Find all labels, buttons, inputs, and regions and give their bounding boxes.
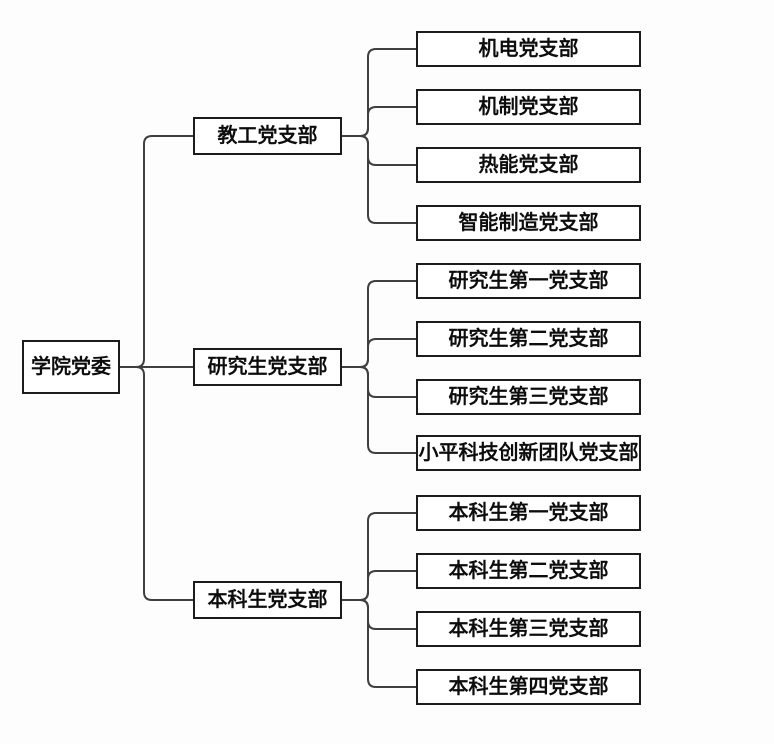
- org-node-leaf: 热能党支部: [416, 147, 641, 183]
- org-node-leaf-label: 本科生第三党支部: [448, 618, 609, 640]
- org-node-branch-label: 研究生党支部: [207, 356, 328, 378]
- org-node-root-label: 学院党委: [31, 356, 111, 378]
- org-node-branch-label: 本科生党支部: [207, 589, 328, 611]
- org-node-leaf-label: 研究生第二党支部: [448, 328, 609, 350]
- org-node-leaf-label: 本科生第四党支部: [448, 676, 609, 698]
- org-node-leaf: 本科生第一党支部: [416, 495, 641, 531]
- org-node-leaf-label: 智能制造党支部: [458, 212, 599, 234]
- org-node-leaf: 小平科技创新团队党支部: [416, 435, 641, 471]
- org-node-leaf-label: 研究生第三党支部: [448, 386, 609, 408]
- org-node-leaf-label: 本科生第二党支部: [448, 560, 609, 582]
- org-node-leaf: 研究生第一党支部: [416, 263, 641, 299]
- org-node-leaf: 本科生第二党支部: [416, 553, 641, 589]
- org-node-leaf-label: 本科生第一党支部: [448, 502, 609, 524]
- org-node-leaf: 机制党支部: [416, 89, 641, 125]
- org-node-leaf: 机电党支部: [416, 31, 641, 67]
- org-node-root: 学院党委: [22, 340, 120, 394]
- org-node-branch: 教工党支部: [193, 117, 342, 155]
- org-node-branch: 研究生党支部: [193, 348, 342, 386]
- org-node-leaf-label: 小平科技创新团队党支部: [418, 442, 639, 464]
- org-node-leaf-label: 研究生第一党支部: [448, 270, 609, 292]
- org-node-leaf: 本科生第四党支部: [416, 669, 641, 705]
- org-node-leaf: 研究生第三党支部: [416, 379, 641, 415]
- org-node-leaf-label: 机电党支部: [478, 38, 579, 60]
- org-node-leaf: 研究生第二党支部: [416, 321, 641, 357]
- org-node-branch: 本科生党支部: [193, 581, 342, 619]
- org-node-branch-label: 教工党支部: [217, 125, 318, 147]
- org-node-leaf: 智能制造党支部: [416, 205, 641, 241]
- org-node-leaf-label: 机制党支部: [478, 96, 579, 118]
- org-node-leaf: 本科生第三党支部: [416, 611, 641, 647]
- org-node-leaf-label: 热能党支部: [478, 154, 579, 176]
